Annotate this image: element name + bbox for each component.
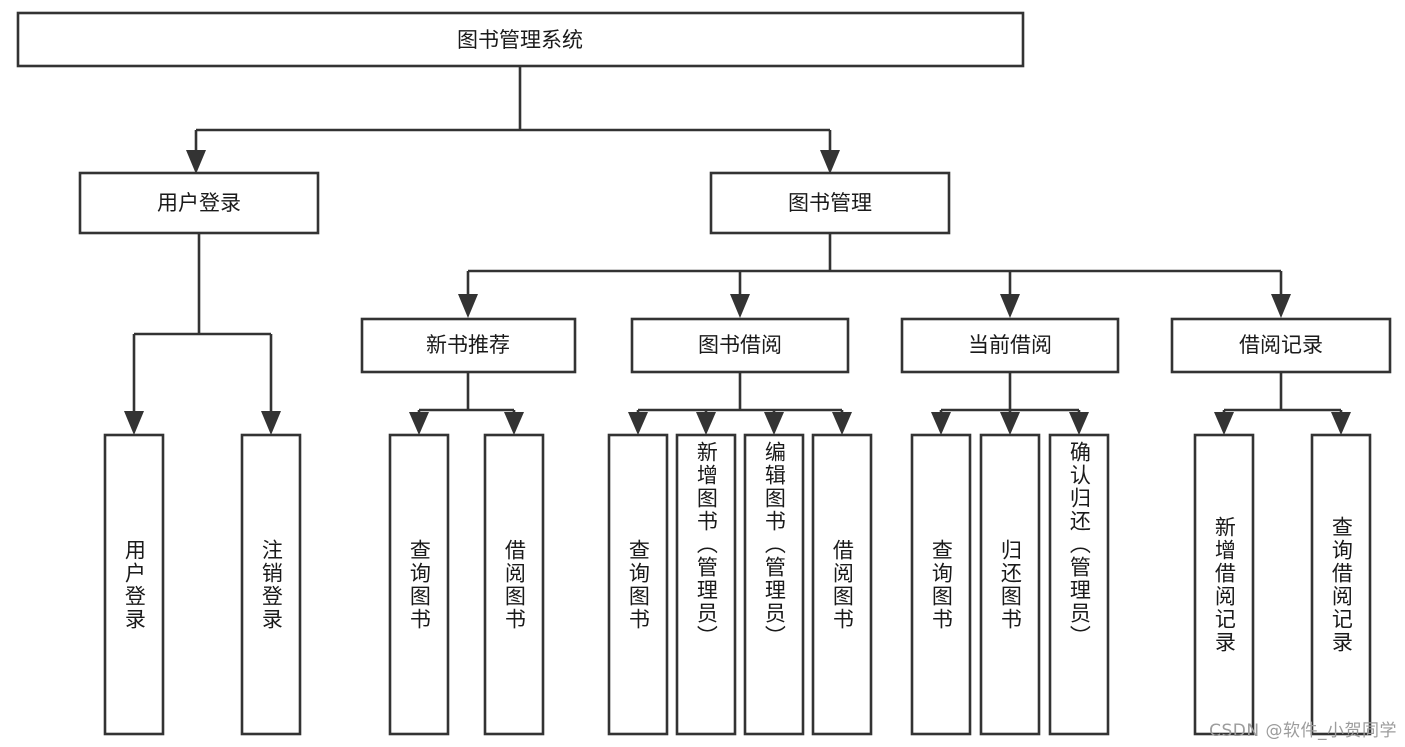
node-current-borrow-rect[interactable] [900,317,1120,374]
leaf-rect-user-login-0[interactable] [103,433,165,736]
watermark-text: CSDN @软件_小贺同学 [1209,721,1397,741]
node-root[interactable]: 图书管理系统 [16,11,1025,68]
leaf-rect-book-borrow-1[interactable] [675,433,737,736]
connector-root-bus [186,66,840,174]
leaf-rect-borrow-record-1[interactable] [1310,433,1372,736]
node-new-book-recommend-rect[interactable] [360,317,577,374]
leaf-rect-user-login-1[interactable] [240,433,302,736]
leaf-rect-book-borrow-3[interactable] [811,433,873,736]
node-root-label: 图书管理系统 [457,28,583,52]
node-user-login[interactable]: 用户登录 [78,171,320,235]
leaf-rect-new-book-1[interactable] [483,433,545,736]
node-borrow-record[interactable]: 借阅记录 [1170,317,1392,374]
node-user-login-rect[interactable] [78,171,320,235]
arrow-to-book-manage [820,150,840,174]
connector-user-login-leaves [124,233,281,435]
leaf-rect-current-borrow-1[interactable] [979,433,1041,736]
leaf-rect-current-borrow-2[interactable] [1048,433,1110,736]
leaf-rect-book-borrow-2[interactable] [743,433,805,736]
node-current-borrow[interactable]: 当前借阅 [900,317,1120,374]
node-new-book-recommend-label: 新书推荐 [426,333,510,357]
node-book-borrow[interactable]: 图书借阅 [630,317,850,374]
connector-book-borrow-leaves [628,372,852,435]
node-borrow-record-label: 借阅记录 [1239,333,1323,357]
arrow-to-user-login [186,150,206,174]
connector-book-manage-children [458,233,1291,318]
node-book-manage-label: 图书管理 [788,191,872,215]
node-current-borrow-label: 当前借阅 [968,333,1052,357]
node-book-manage[interactable]: 图书管理 [709,171,951,235]
node-book-borrow-label: 图书借阅 [698,333,782,357]
leaf-rect-book-borrow-0[interactable] [607,433,669,736]
leaf-rect-current-borrow-0[interactable] [910,433,972,736]
leaf-rect-borrow-record-0[interactable] [1193,433,1255,736]
node-user-login-label: 用户登录 [157,191,241,215]
leaf-rect-new-book-0[interactable] [388,433,450,736]
connector-borrow-record-leaves [1214,372,1351,435]
connector-new-book-recommend-leaves [409,372,524,435]
node-root-rect[interactable] [16,11,1025,68]
connector-current-borrow-leaves [931,372,1089,435]
node-new-book-recommend[interactable]: 新书推荐 [360,317,577,374]
